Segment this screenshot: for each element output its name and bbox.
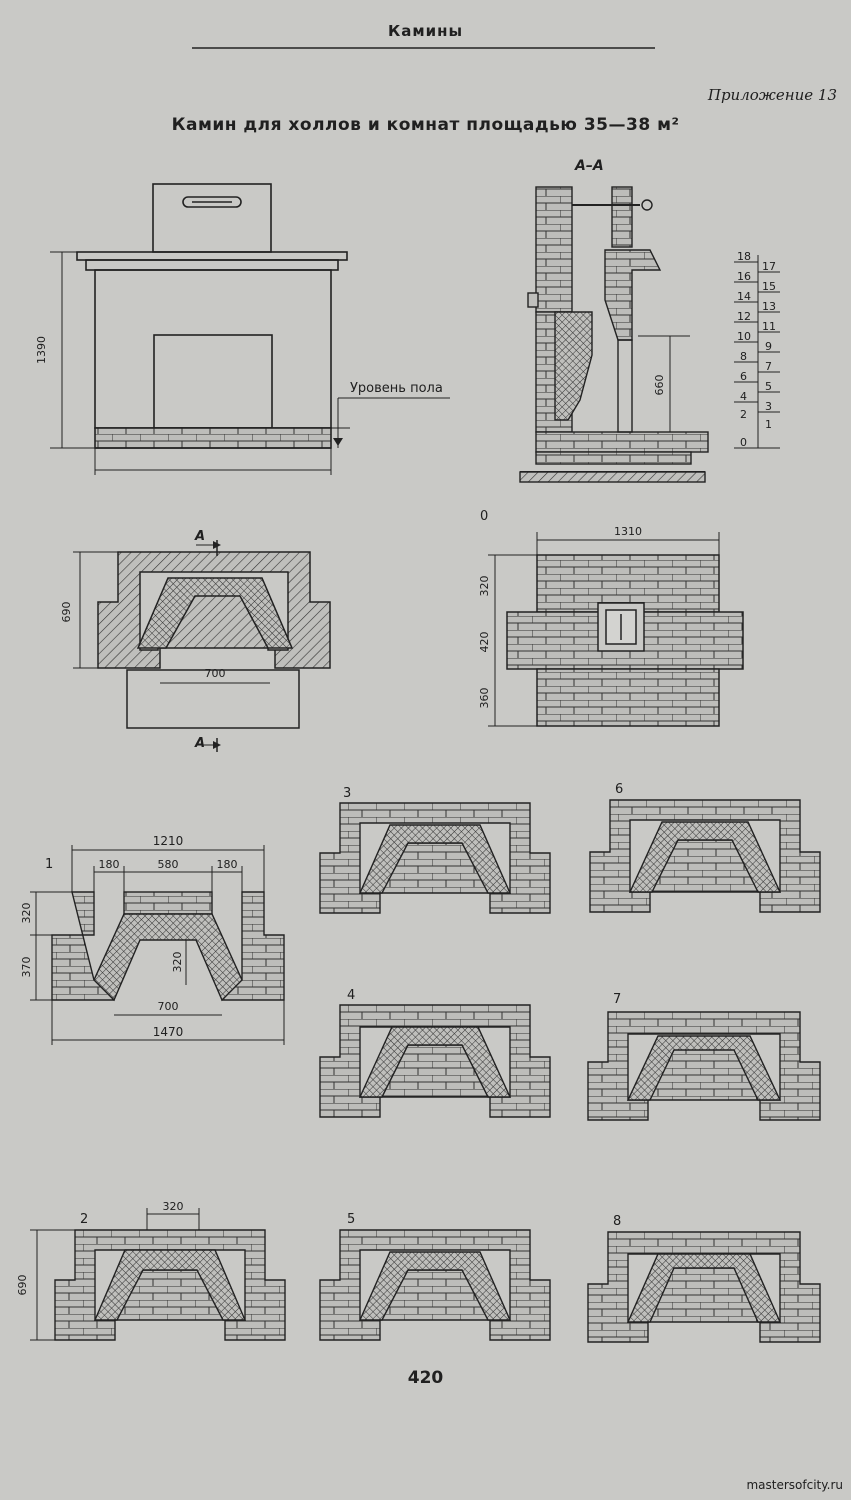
course-num-0: 0 (740, 436, 747, 449)
course-8-drawing (587, 1231, 821, 1343)
course-0-number: 0 (480, 509, 488, 524)
dim-700: 700 (205, 667, 226, 680)
course-num-14: 14 (737, 290, 751, 303)
course-5-drawing (319, 1229, 551, 1341)
course-num-3: 3 (765, 400, 772, 413)
course-num-7: 7 (765, 360, 772, 373)
watermark: mastersofcity.ru (746, 1478, 843, 1492)
dim-580: 580 (158, 858, 179, 871)
front-view (50, 183, 450, 475)
course-1-number: 1 (45, 857, 53, 872)
course-3-drawing (319, 802, 551, 914)
dim-1310: 1310 (614, 525, 642, 538)
course-num-17: 17 (762, 260, 776, 273)
cut-mark-top: А (194, 529, 205, 544)
dim-1210: 1210 (153, 834, 184, 848)
course-2-drawing (30, 1208, 286, 1341)
course-6-drawing (589, 799, 821, 913)
course-num-1: 1 (765, 418, 772, 431)
course-num-4: 4 (740, 390, 747, 403)
page-number: 420 (407, 1368, 444, 1388)
course-num-2: 2 (740, 408, 747, 421)
course-num-18: 18 (737, 250, 751, 263)
course-3-number: 3 (343, 786, 351, 801)
course-5-number: 5 (347, 1212, 355, 1227)
plan-view (73, 540, 331, 752)
course-num-15: 15 (762, 280, 776, 293)
dim-660: 660 (653, 375, 666, 396)
running-head: Камины (387, 22, 464, 40)
dim-690-course-2: 690 (16, 1275, 29, 1296)
dim-320: 320 (478, 576, 491, 597)
dim-180-right: 180 (217, 858, 238, 871)
section-label: А–А (574, 158, 604, 174)
floor-level-label: Уровень пола (350, 381, 443, 396)
dim-180-left: 180 (99, 858, 120, 871)
dim-370: 370 (20, 957, 33, 978)
course-num-12: 12 (737, 310, 751, 323)
course-scale (734, 255, 780, 449)
course-4-drawing (319, 1004, 551, 1118)
dim-1470: 1470 (153, 1025, 184, 1039)
course-num-10: 10 (737, 330, 751, 343)
course-0-drawing (488, 532, 744, 727)
course-num-6: 6 (740, 370, 747, 383)
course-2-number: 2 (80, 1212, 88, 1227)
appendix-label: Приложение 13 (707, 86, 837, 104)
dim-320-inner: 320 (171, 952, 184, 973)
course-6-number: 6 (615, 782, 623, 797)
course-7-drawing (587, 1011, 821, 1121)
dim-320-left: 320 (20, 903, 33, 924)
course-num-16: 16 (737, 270, 751, 283)
dim-320-course-2: 320 (163, 1200, 184, 1213)
dim-360: 360 (478, 688, 491, 709)
course-num-13: 13 (762, 300, 776, 313)
page-title: Камин для холлов и комнат площадью 35—38… (171, 115, 680, 135)
course-scale-labels: 18 17 16 15 14 13 12 11 10 9 8 7 6 5 4 3… (737, 250, 776, 449)
course-num-9: 9 (765, 340, 772, 353)
section-a-a (519, 186, 709, 483)
dim-1390: 1390 (35, 336, 48, 364)
course-8-number: 8 (613, 1214, 621, 1229)
course-num-8: 8 (740, 350, 747, 363)
course-1-drawing (30, 845, 285, 1045)
dim-700-inner: 700 (158, 1000, 179, 1013)
course-4-number: 4 (347, 988, 355, 1003)
course-num-11: 11 (762, 320, 776, 333)
cut-mark-bottom: А (194, 736, 205, 751)
course-num-5: 5 (765, 380, 772, 393)
dim-420: 420 (478, 632, 491, 653)
course-7-number: 7 (613, 992, 621, 1007)
dim-690: 690 (60, 602, 73, 623)
